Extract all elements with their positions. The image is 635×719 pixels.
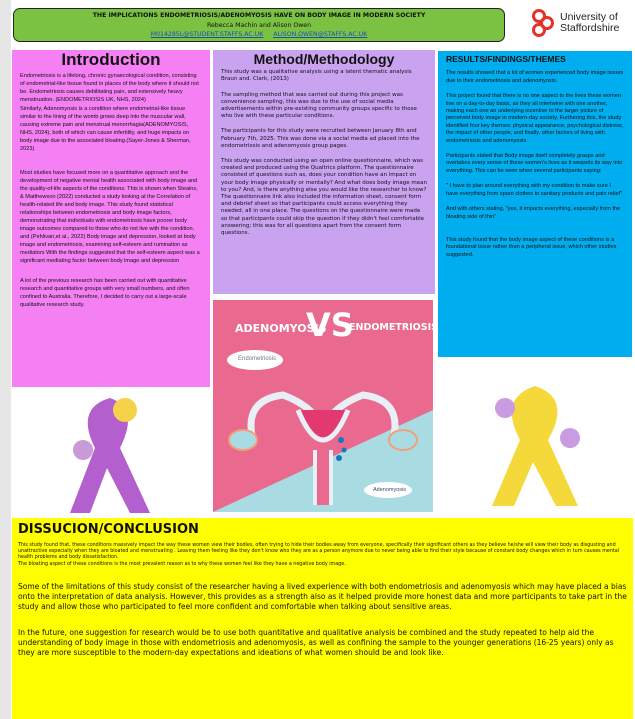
uterus-illustration <box>213 350 433 512</box>
results-quote: And with others stating, "yes, it impact… <box>446 206 621 220</box>
method-paragraph: The sampling method that was carried out… <box>221 91 417 120</box>
logo-line-2: Staffordshire <box>560 22 620 34</box>
conclusion-heading: DISSUCION/CONCLUSION <box>18 522 199 537</box>
conclusion-summary: This study found that, these conditions … <box>18 543 620 561</box>
intro-paragraph: Endometriosis is a lifelong, chronic gyn… <box>20 73 199 103</box>
method-paragraph: The participants for this study were rec… <box>221 128 420 149</box>
poster-title: THE IMPLICATIONS ENDOMETRIOSIS/ADENOMYOS… <box>92 12 426 19</box>
method-heading: Method/Methodology <box>253 51 395 67</box>
poster-header: THE IMPLICATIONS ENDOMETRIOSIS/ADENOMYOS… <box>13 8 505 42</box>
infographic-left-title: ADENOMYOSIS <box>235 322 327 335</box>
conclusion-section: DISSUCION/CONCLUSION This study found th… <box>12 518 633 719</box>
method-paragraph: This study was a qualitative analysis us… <box>221 69 412 83</box>
staffordshire-knot-icon <box>532 9 554 37</box>
adenomyosis-label: Adenomyosis <box>373 487 407 493</box>
conclusion-future-research: In the future, one suggestion for resear… <box>18 627 614 657</box>
results-heading: RESULTS/FINDINGS/THEMES <box>446 54 566 64</box>
method-section: Method/Methodology This study was a qual… <box>213 50 435 294</box>
results-section: RESULTS/FINDINGS/THEMES The results show… <box>438 51 632 357</box>
window-edge <box>0 0 11 719</box>
intro-paragraph: A lot of the previous research has been … <box>20 278 190 308</box>
intro-paragraph: Similarly, Adenomyosis is a condition wh… <box>20 106 191 152</box>
conclusion-summary: The bloating aspect of these conditions … <box>18 561 346 567</box>
results-paragraph: This study found that the body image asp… <box>446 236 617 258</box>
purple-ribbon-icon <box>70 398 150 513</box>
conclusion-limitations: Some of the limitations of this study co… <box>18 581 627 611</box>
email-link-2[interactable]: ALISON.OWEN@STAFFS.AC.UK <box>273 31 368 38</box>
results-paragraph: This project found that there is no one … <box>446 93 624 144</box>
endometriosis-label: Endometriosis <box>238 356 277 362</box>
introduction-section: Introduction Endometriosis is a lifelong… <box>12 50 210 387</box>
logo-line-1: University of <box>560 11 618 23</box>
results-quote: " I have to plan around everything with … <box>446 183 623 197</box>
infographic-vs: VS <box>306 306 354 344</box>
authors: Rebecca Machin and Alison Owen <box>206 21 312 29</box>
introduction-heading: Introduction <box>61 50 161 69</box>
results-paragraph: The results showed that a lot of women e… <box>446 70 624 84</box>
endometriosis-ribbon: ENDOMETRIOSIS <box>470 378 600 510</box>
adenomyosis-vs-endometriosis-infographic: ADENOMYOSIS VS ENDOMETRIOSIS Endometrios… <box>213 300 433 512</box>
infographic-right-title: ENDOMETRIOSIS <box>349 322 433 333</box>
intro-paragraph: Most studies have focused more on a quan… <box>20 170 200 264</box>
adenomyosis-ribbon: ADENOMYOSIS <box>55 388 160 516</box>
results-paragraph: Participants stated that Body image itse… <box>446 153 623 174</box>
method-paragraph: This study was conducted using an open o… <box>221 158 427 237</box>
email-link-1[interactable]: M014285L@STUDENT.STAFFS.AC.UK <box>150 31 264 38</box>
yellow-ribbon-icon <box>492 386 580 506</box>
